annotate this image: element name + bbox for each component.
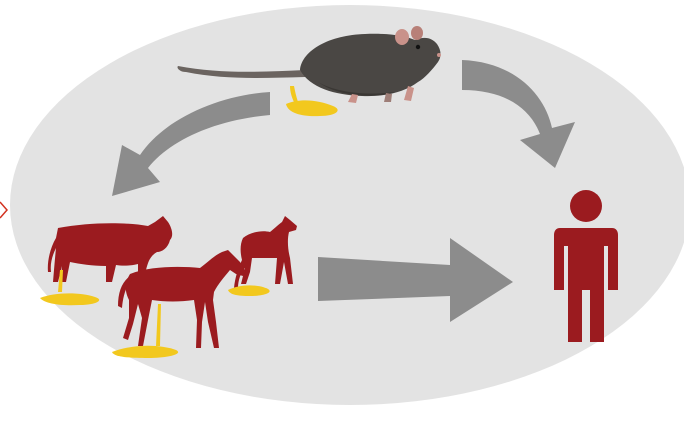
horse-urine-icon bbox=[112, 304, 179, 358]
dog-icon bbox=[234, 216, 297, 288]
cow-icon bbox=[47, 216, 173, 282]
background-ellipse bbox=[10, 5, 684, 405]
arrow-rat-to-human bbox=[462, 60, 575, 168]
cow-urine-icon bbox=[40, 270, 100, 306]
horse-icon bbox=[118, 250, 246, 348]
human-icon bbox=[554, 190, 618, 342]
rat-urine-icon bbox=[286, 100, 338, 117]
edge-marker-icon bbox=[0, 201, 8, 219]
arrow-rat-to-livestock bbox=[112, 92, 270, 196]
arrow-livestock-to-human bbox=[318, 238, 513, 322]
dog-urine-icon bbox=[228, 285, 270, 296]
rat-icon bbox=[177, 26, 441, 117]
